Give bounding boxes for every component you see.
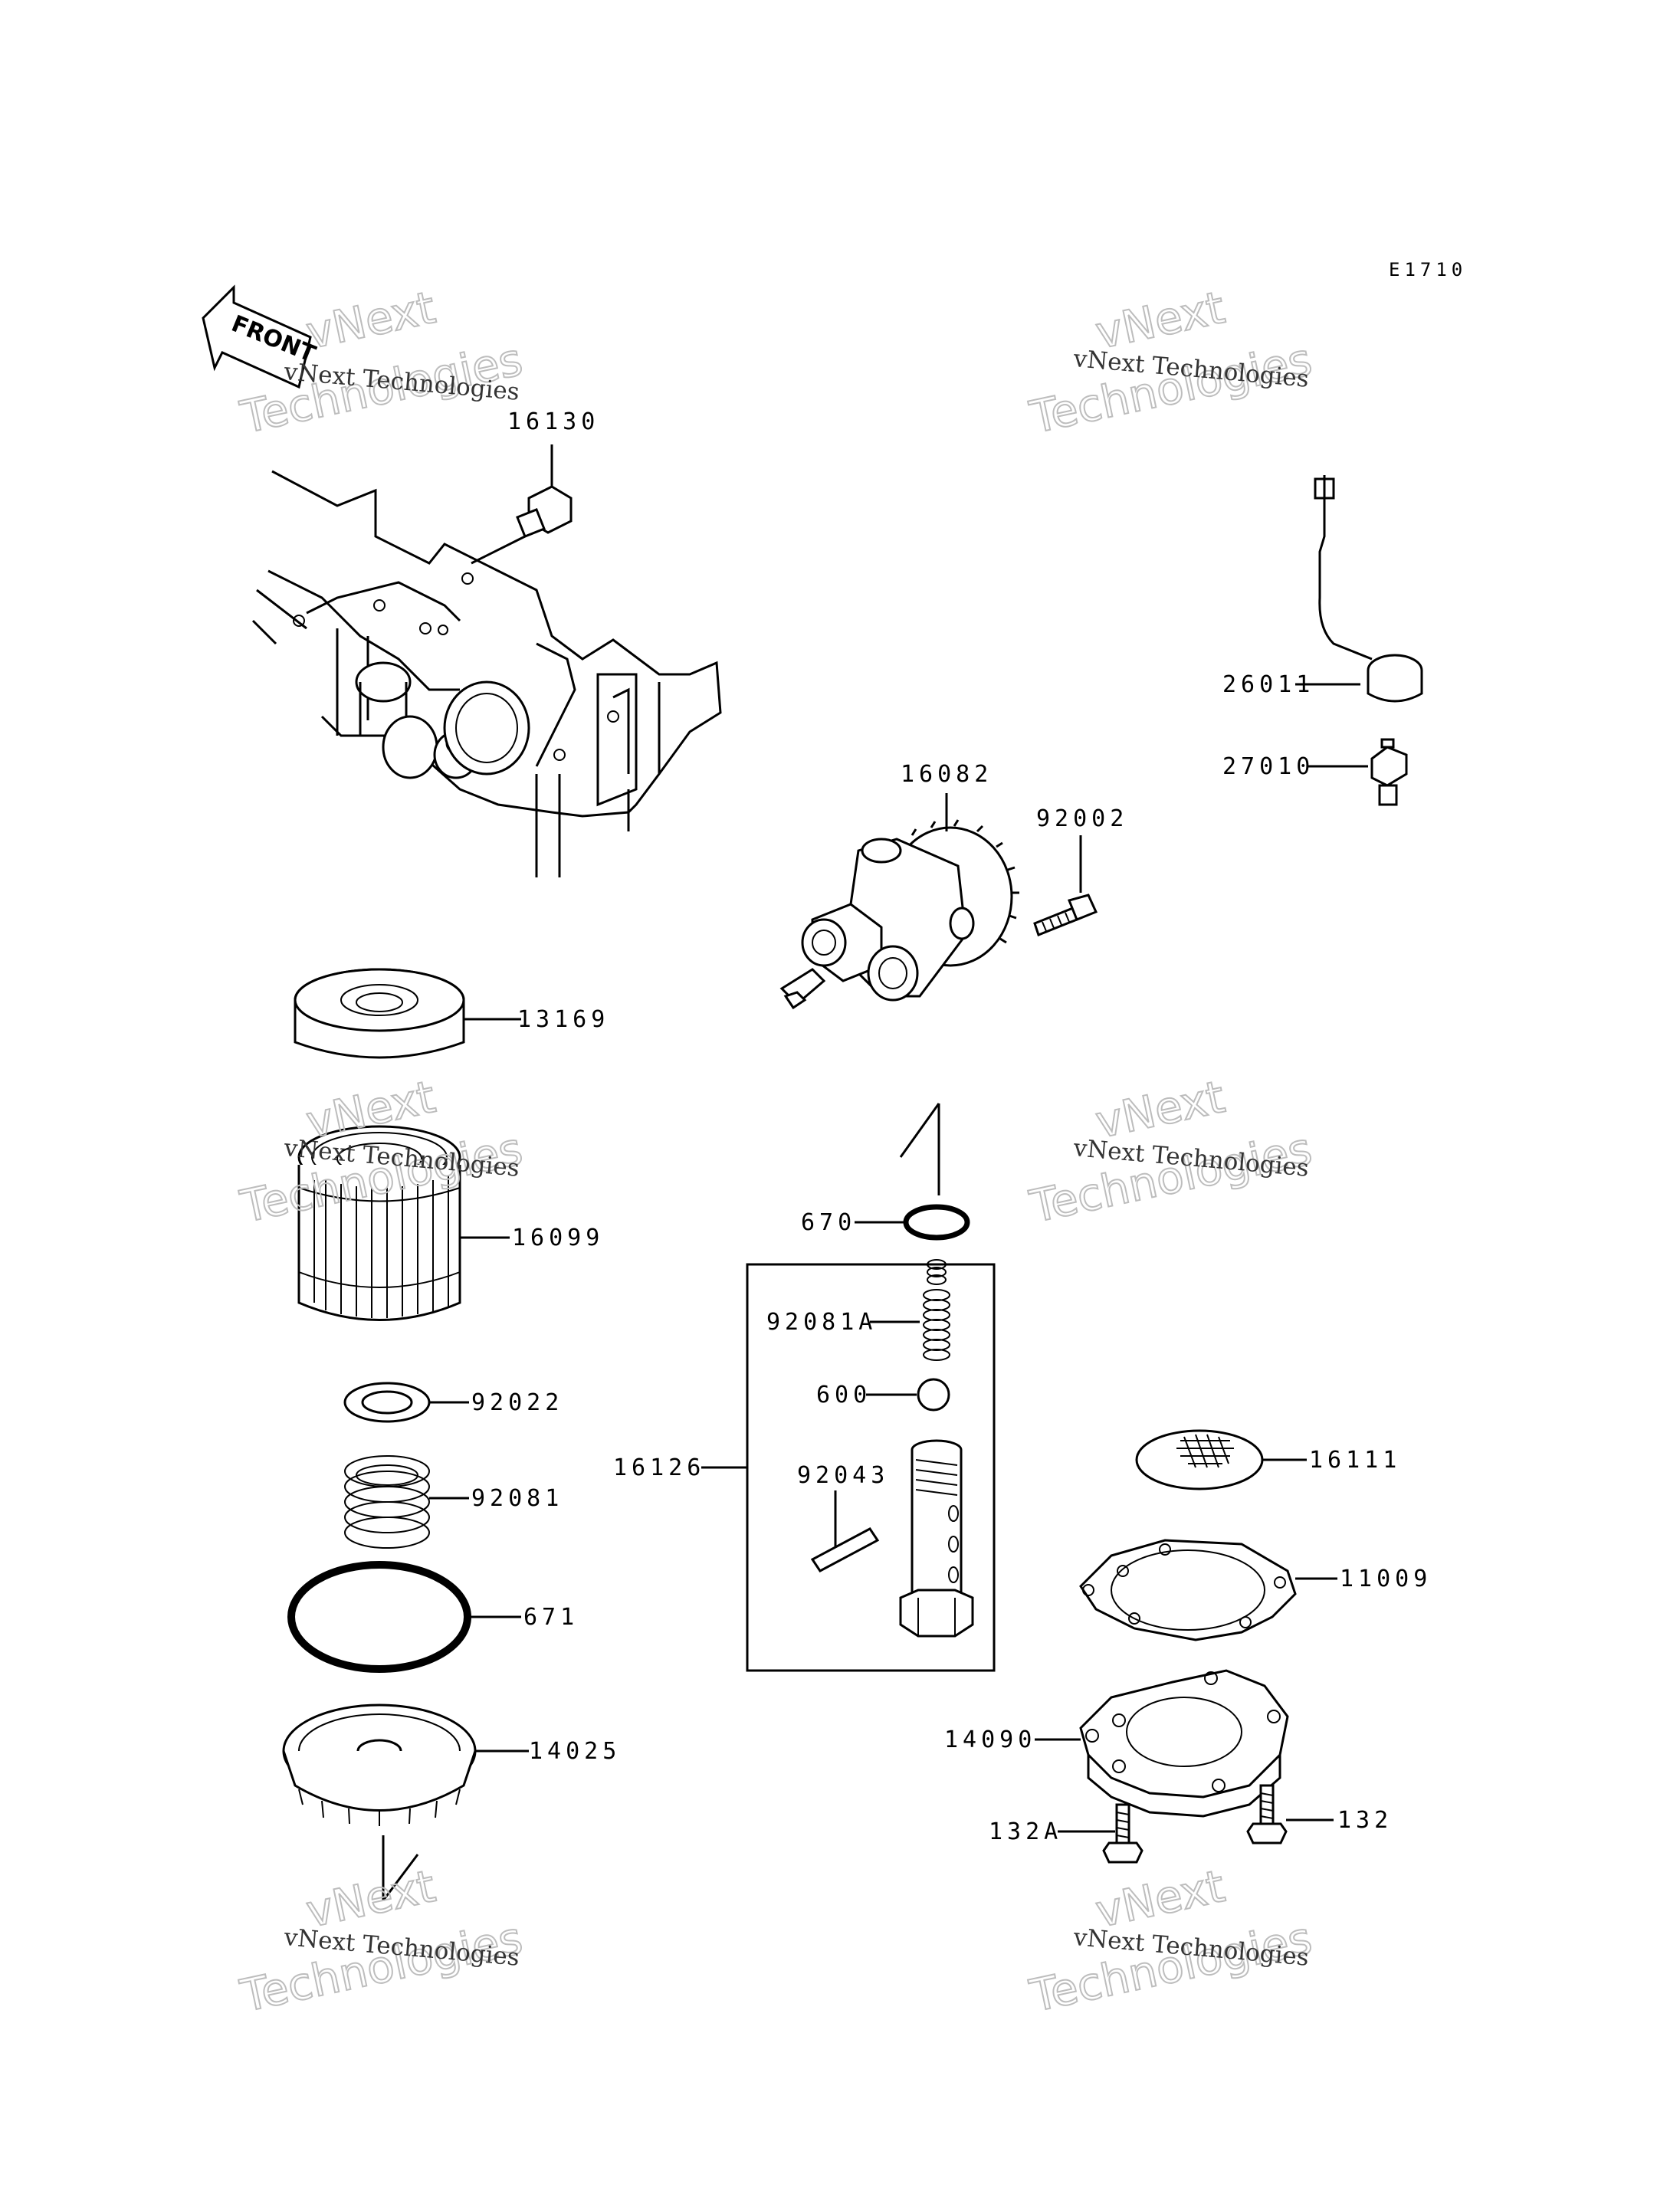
part-26011-lead: 26011 bbox=[1222, 475, 1423, 703]
label-26011: 26011 bbox=[1222, 671, 1314, 698]
part-27010-switch: 27010 bbox=[1222, 738, 1408, 806]
label-600: 600 bbox=[816, 1382, 871, 1408]
part-92002-bolt: 92002 bbox=[1033, 805, 1128, 936]
part-92081A-spring: 92081A bbox=[766, 1259, 950, 1361]
label-92002: 92002 bbox=[1036, 805, 1128, 832]
crankcase-illustration bbox=[251, 470, 722, 877]
part-670-oring: 670 bbox=[801, 1204, 970, 1241]
part-16082-oil-pump: 16082 bbox=[779, 761, 1019, 1010]
label-14090: 14090 bbox=[944, 1726, 1036, 1753]
part-92043-pin: 92043 bbox=[797, 1462, 889, 1572]
part-132-bolt: 132 bbox=[1246, 1784, 1393, 1844]
part-14090-pump-cover: 14090 bbox=[944, 1669, 1289, 1818]
label-92081: 92081 bbox=[471, 1485, 563, 1512]
label-92022: 92022 bbox=[471, 1389, 563, 1416]
part-16099-oil-filter: 16099 bbox=[297, 1125, 604, 1321]
label-27010: 27010 bbox=[1222, 753, 1314, 780]
part-16130-fitting: 16130 bbox=[471, 408, 599, 565]
part-92081-spring: 92081 bbox=[344, 1455, 563, 1549]
watermark-middle-right: vNext Technologies vNext Technologies bbox=[1025, 1070, 1317, 1234]
svg-text:vNext: vNext bbox=[302, 281, 440, 359]
label-16126: 16126 bbox=[613, 1454, 705, 1481]
part-16111-strainer: 16111 bbox=[1135, 1429, 1401, 1490]
part-16126-relief-valve: 16126 bbox=[613, 1454, 747, 1481]
part-13169-cap: 13169 bbox=[294, 968, 609, 1059]
part-11009-gasket: 11009 bbox=[1079, 1539, 1432, 1641]
label-14025: 14025 bbox=[529, 1738, 621, 1765]
oring-leader bbox=[899, 1103, 940, 1195]
label-16111: 16111 bbox=[1309, 1447, 1401, 1474]
label-92043: 92043 bbox=[797, 1462, 889, 1489]
part-92022-washer: 92022 bbox=[343, 1382, 563, 1423]
reference-code: E1710 bbox=[1389, 259, 1467, 280]
part-600-ball: 600 bbox=[816, 1378, 950, 1412]
watermark-top-right: vNext Technologies vNext Technologies bbox=[1025, 280, 1317, 444]
part-671-oring: 671 bbox=[287, 1561, 579, 1673]
watermark-bottom-left: vNext Technologies vNext Technologies bbox=[235, 1859, 528, 2023]
label-132A: 132A bbox=[989, 1818, 1062, 1845]
label-13169: 13169 bbox=[517, 1006, 609, 1033]
label-16082: 16082 bbox=[901, 761, 993, 788]
label-16099: 16099 bbox=[512, 1225, 604, 1251]
watermark-bottom-right: vNext Technologies vNext Technologies bbox=[1025, 1859, 1317, 2023]
label-132: 132 bbox=[1337, 1807, 1393, 1834]
label-671: 671 bbox=[523, 1604, 579, 1631]
label-16130: 16130 bbox=[507, 408, 599, 435]
label-670: 670 bbox=[801, 1209, 856, 1236]
valve-body bbox=[899, 1439, 974, 1638]
part-132A-bolt: 132A bbox=[989, 1803, 1144, 1864]
part-14025-filter-cover: 14025 bbox=[282, 1703, 621, 1901]
label-11009: 11009 bbox=[1340, 1566, 1432, 1592]
label-92081A: 92081A bbox=[766, 1309, 877, 1336]
